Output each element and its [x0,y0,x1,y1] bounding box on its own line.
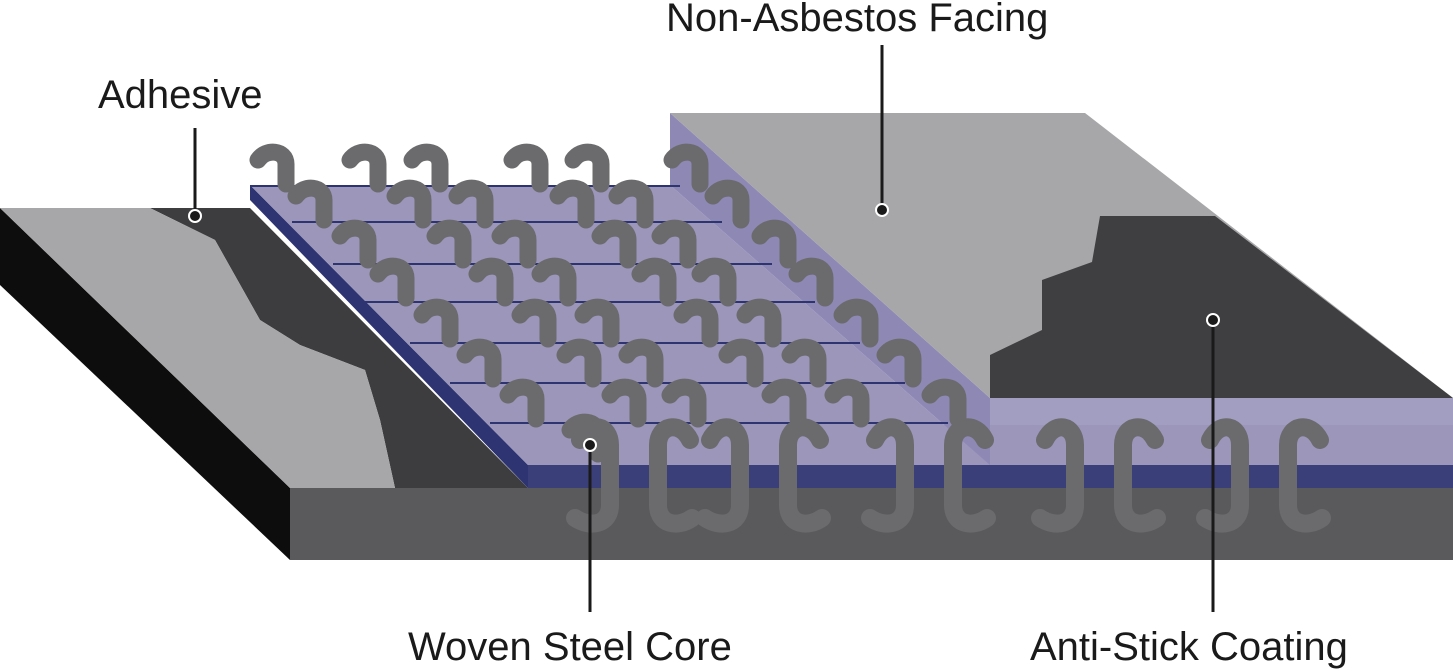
core-label: Woven Steel Core [408,625,732,669]
hook-19 [468,257,514,307]
hook-7 [386,179,432,229]
steel-hooks [249,143,967,463]
hook-23 [788,257,834,307]
front-hook-a-1 [696,418,749,533]
adhesive-layer [150,208,528,488]
hook-1 [341,143,387,193]
hook-36 [499,378,545,428]
adhesive-label: Adhesive [98,73,263,117]
hook-31 [556,338,602,388]
hook-13 [426,219,472,269]
hook-2 [403,143,449,193]
coating-dot [1206,313,1220,327]
hook-20 [531,257,577,307]
hook-21 [631,257,677,307]
hook-8 [448,179,494,229]
hook-32 [618,338,664,388]
hook-35 [876,338,922,388]
core-navy-edge-diagonal [250,185,528,488]
hook-11 [704,179,750,229]
hook-37 [601,378,647,428]
hook-12 [331,219,377,269]
front-hook-b-3 [1114,418,1166,533]
front-hook-a-4 [1196,418,1249,533]
hook-39 [761,378,807,428]
facing-label: Non-Asbestos Facing [666,0,1048,40]
hook-15 [591,219,637,269]
front-hook-b-0 [649,418,701,533]
hook-38 [661,378,707,428]
hook-33 [718,338,764,388]
hook-30 [456,338,502,388]
hook-29 [833,298,879,348]
front-steel-hooks [566,418,1331,533]
front-hook-a-2 [861,418,914,533]
hook-0 [249,143,295,193]
left-facing-surface [0,208,395,488]
hook-24 [413,298,459,348]
front-hook-b-1 [779,418,831,533]
core-navy-front-strip [528,465,1453,488]
hook-14 [491,219,537,269]
left-slab-side-face [0,208,290,560]
hook-26 [574,298,620,348]
leader-dots [188,203,1220,452]
hook-22 [691,257,737,307]
front-hook-a-3 [1031,418,1084,533]
hook-41 [921,378,967,428]
facing-dot [875,203,889,217]
hook-9 [549,179,595,229]
hook-27 [673,298,719,348]
hook-17 [751,219,797,269]
hook-18 [369,257,415,307]
coating-label: Anti-Stick Coating [1030,625,1348,669]
hook-4 [564,143,610,193]
front-hook-b-4 [1279,418,1331,533]
hook-3 [503,143,549,193]
core-right-top [990,398,1453,425]
adhesive-dot [188,209,202,223]
hook-40 [824,378,870,428]
hook-28 [736,298,782,348]
front-hook-b-2 [944,418,996,533]
leader-lines [193,45,1215,612]
hook-34 [781,338,827,388]
hook-25 [511,298,557,348]
hook-5 [663,143,709,193]
core-dot [583,438,597,452]
hook-6 [287,179,333,229]
anti-stick-coating [990,216,1453,398]
hook-16 [651,219,697,269]
hook-10 [608,179,654,229]
